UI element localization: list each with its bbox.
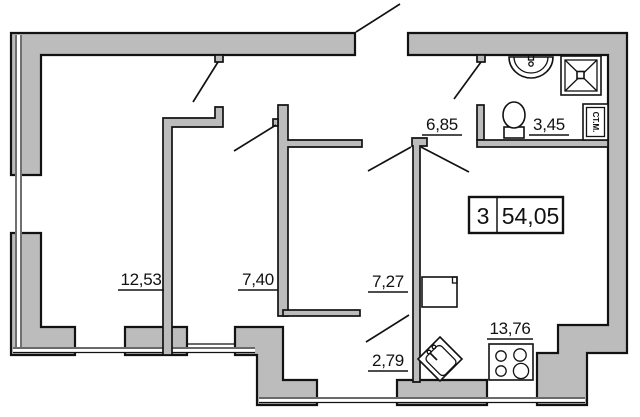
living-door-leaf — [420, 146, 470, 173]
balcony-area-label: 2,79 — [372, 351, 404, 370]
entrance-door-leaf — [355, 3, 401, 33]
doors — [192, 3, 482, 343]
washbasin — [508, 56, 554, 79]
bathroom-area-label: 3,45 — [533, 115, 565, 134]
bedroom-door-leaf — [192, 61, 219, 103]
wall-kitchen-left — [411, 137, 428, 383]
kitchen-cabinet-handle — [451, 276, 458, 284]
washbasin-tap — [527, 54, 535, 61]
apartment-stamp: 3 54,05 — [467, 195, 565, 235]
wall-bottom-step-left — [233, 325, 319, 407]
shower-tray-inner — [564, 59, 598, 92]
washing-machine — [582, 103, 609, 141]
kitchen-cabinet — [421, 276, 458, 308]
wall-top-left — [9, 31, 357, 177]
shower-drain — [576, 70, 585, 80]
room2-area-label: 7,40 — [242, 270, 274, 289]
washing-machine-label: СТ.М. — [591, 112, 600, 133]
bedroom-area-label: 12,53 — [120, 270, 161, 289]
washing-machine-inner — [585, 106, 606, 138]
kitchen-sink-tap-knob-2 — [431, 344, 437, 350]
interior-walls — [162, 54, 609, 383]
wall-left-lower — [9, 231, 77, 357]
balcony-partition — [282, 309, 361, 317]
wall-room3-left — [277, 104, 363, 317]
windows — [13, 35, 585, 404]
bottom-left-stripe — [13, 347, 255, 353]
bottom-stripe — [259, 397, 585, 403]
wall-bathroom-bottom — [476, 139, 609, 148]
stove-burner-4 — [512, 362, 530, 380]
bathroom-fixtures: СТ.М. — [502, 54, 609, 141]
apartment-total-area: 54,05 — [502, 203, 560, 229]
bathroom-door-leaf — [453, 61, 482, 100]
kitchen-fixtures — [416, 276, 534, 383]
balcony-door-leaf — [365, 314, 410, 343]
kitchen-sink-basin — [425, 344, 457, 377]
stamp-box — [467, 195, 565, 235]
room2-door-leaf — [233, 124, 277, 152]
room-labels: 12,53 7,40 7,27 2,79 6,85 3,45 13,76 — [118, 115, 569, 372]
kitchen-sink-spout — [429, 352, 438, 361]
room3-area-label: 7,27 — [372, 272, 404, 291]
door-jamb-bedroom — [214, 54, 224, 63]
stove-burner-3 — [495, 365, 507, 377]
kitchen-area-label: 13,76 — [489, 319, 530, 338]
stove-burner-2 — [513, 348, 527, 362]
door-jamb-bathroom — [476, 54, 486, 63]
room3-door-leaf — [367, 146, 412, 172]
stove — [488, 343, 534, 381]
wall-right-and-top-right — [406, 31, 629, 407]
kitchen-sink-tap-knob-1 — [426, 349, 432, 355]
wall-bedroom-divider — [162, 106, 224, 356]
kitchen-sink — [416, 335, 464, 383]
wall-bathroom-left — [476, 104, 485, 141]
toilet-bowl — [502, 101, 526, 129]
washbasin-inner — [513, 56, 549, 74]
stove-burner-1 — [495, 350, 507, 362]
hallway-area-label: 6,85 — [426, 115, 458, 134]
washbasin-drain — [528, 61, 534, 67]
left-wall-stripe — [15, 35, 22, 353]
apartment-number: 3 — [477, 203, 490, 229]
